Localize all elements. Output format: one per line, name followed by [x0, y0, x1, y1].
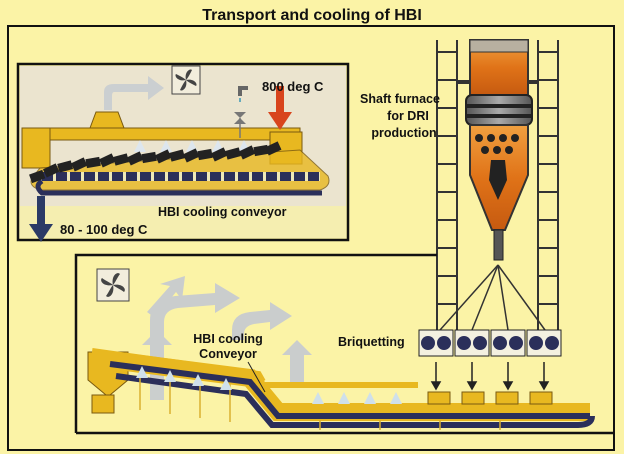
furnace-label-3: production: [371, 126, 436, 140]
cool-outlet-arrow: [29, 196, 53, 242]
diagram-title: Transport and cooling of HBI: [202, 7, 422, 24]
briquetting-machines: [418, 329, 562, 391]
briquetting-label: Briquetting: [338, 335, 405, 349]
main-conveyor-label-2: Conveyor: [199, 347, 257, 361]
fan-icon: [171, 65, 201, 95]
water-tap-icon: [238, 86, 248, 102]
conveyor-pointer-line: [247, 361, 266, 393]
shaft-furnace: [436, 39, 559, 331]
hot-inlet-arrow: [268, 86, 292, 130]
hot-temp-label: 800 deg C: [262, 79, 324, 94]
cool-temp-label: 80 - 100 deg C: [60, 222, 148, 237]
outer-frame: [7, 25, 615, 451]
main-conveyor-panel: [74, 253, 614, 435]
furnace-label-2: for DRI: [387, 109, 429, 123]
inset-conveyor-label: HBI cooling conveyor: [158, 205, 287, 219]
fan-icon: [96, 268, 130, 302]
inset-panel: [16, 62, 350, 242]
main-conveyor-label-1: HBI cooling: [193, 332, 262, 346]
valve-icon: [234, 112, 246, 138]
furnace-label-1: Shaft furnace: [360, 92, 440, 106]
